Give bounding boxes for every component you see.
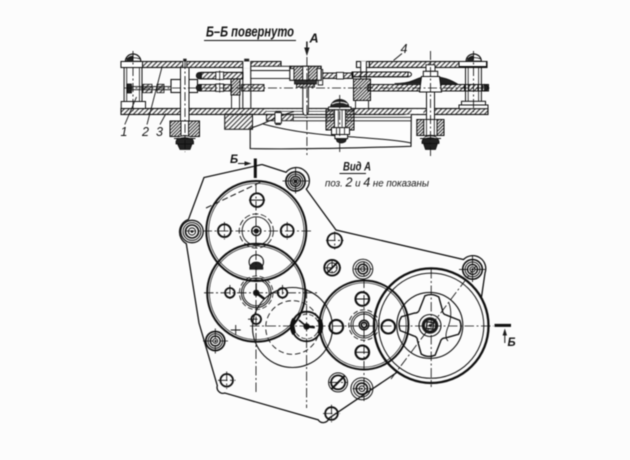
svg-text:1: 1 — [121, 125, 128, 139]
svg-text:3: 3 — [156, 125, 163, 139]
svg-text:2: 2 — [141, 125, 149, 139]
svg-text:Вид А: Вид А — [343, 160, 371, 174]
svg-text:Б: Б — [508, 337, 516, 349]
svg-text:4: 4 — [401, 42, 408, 56]
svg-text:Б–Б повернуто: Б–Б повернуто — [206, 25, 294, 41]
svg-text:А: А — [309, 32, 319, 46]
svg-text:поз. 2 и 4 не показаны: поз. 2 и 4 не показаны — [325, 175, 430, 190]
svg-text:Б: Б — [230, 154, 238, 166]
